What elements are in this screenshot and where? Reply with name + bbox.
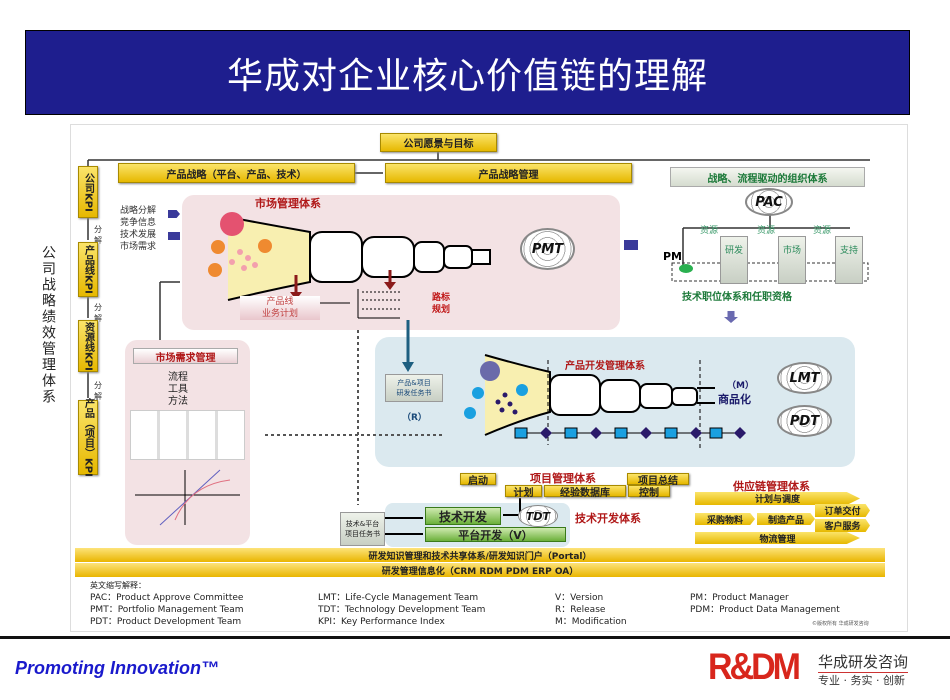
project-control-box: 控制 xyxy=(628,485,670,499)
project-mgmt-title: 项目管理体系 xyxy=(530,472,596,485)
slide-title: 华成对企业核心价值链的理解 xyxy=(25,30,910,115)
pdt-circle: PDT xyxy=(777,405,832,437)
project-start-box: 启动 xyxy=(460,473,496,487)
input-item: 战略分解 xyxy=(120,206,157,216)
company-name: 华成研发咨询 xyxy=(818,653,909,673)
tdt-circle: TDT xyxy=(518,505,558,527)
pm-label: PM xyxy=(663,250,683,263)
arrow-icon xyxy=(168,210,180,218)
legend-item: PM：Product Manager xyxy=(690,593,789,603)
legend-item: KPI：Key Performance Index xyxy=(318,617,445,627)
legend-item: PDT：Product Development Team xyxy=(90,617,242,627)
lmt-circle: LMT xyxy=(777,362,832,394)
split-label: 分解 xyxy=(94,303,102,323)
project-plan-box: 计划 xyxy=(505,485,542,499)
org-unit-market: 市场 xyxy=(778,236,806,284)
input-item: 技术发展 xyxy=(120,230,157,240)
company-kpi: 公司KPI xyxy=(78,166,98,218)
product-strategy-box: 产品战略（平台、产品、技术） xyxy=(118,163,355,183)
org-system-box: 战略、流程驱动的组织体系 xyxy=(670,167,865,187)
org-unit-support: 支持 xyxy=(835,236,863,284)
market-mgmt-title: 市场管理体系 xyxy=(255,197,321,210)
footer-divider xyxy=(0,636,950,639)
product-project-kpi: 产品（项目）KPI xyxy=(78,398,98,477)
demand-methods: 流程 工具 方法 xyxy=(168,372,188,407)
logistics-bar: 物流管理 xyxy=(695,532,860,544)
customer-service-bar: 客户服务 xyxy=(815,519,870,532)
legend-heading: 英文缩写解释： xyxy=(90,581,146,590)
modification-label: （M） xyxy=(727,381,754,391)
knowledge-band: 研发知识管理和技术共享体系/研发知识门户（Portal） xyxy=(75,548,885,562)
connectors xyxy=(87,152,870,535)
commercialization-label: 商品化 xyxy=(718,393,751,406)
process-thumbnails xyxy=(130,410,245,460)
input-item: 市场需求 xyxy=(120,242,157,252)
supply-plan-bar: 计划与调度 xyxy=(695,492,860,505)
manufacture-bar: 制造产品 xyxy=(757,513,815,525)
diagram-frame xyxy=(70,124,908,632)
input-item: 竞争信息 xyxy=(120,218,157,228)
informatization-band: 研发管理信息化（CRM RDM PDM ERP OA） xyxy=(75,563,885,577)
product-strategy-mgmt-box: 产品战略管理 xyxy=(385,163,632,183)
experience-db-box: 经验数据库 xyxy=(544,485,626,499)
company-tagline: 专业 · 务实 · 创新 xyxy=(818,674,905,687)
platform-dev-box: 平台开发（V） xyxy=(425,527,566,542)
pm-icon xyxy=(679,264,693,273)
legend-item: M：Modification xyxy=(555,617,627,627)
tech-dev-title: 技术开发体系 xyxy=(575,512,641,525)
product-line-kpi: 产品线KPI xyxy=(78,242,98,297)
roadmap-label: 路标 规划 xyxy=(432,293,451,315)
pmt-circle: PMT xyxy=(520,228,575,270)
resource-label: 资源 xyxy=(757,226,776,236)
rdm-logo: R&DM xyxy=(708,646,801,688)
legend-item: PAC：Product Approve Committee xyxy=(90,593,244,603)
legend-item: LMT：Life-Cycle Management Team xyxy=(318,593,479,603)
career-system-label: 技术职位体系和任职资格 xyxy=(682,292,792,303)
split-label: 分解 xyxy=(94,225,102,245)
slogan: Promoting Innovation™ xyxy=(15,658,219,678)
resource-line-kpi: 资源线KPI xyxy=(78,320,98,372)
legend-item: TDT：Technology Development Team xyxy=(318,605,486,615)
org-unit-rd: 研发 xyxy=(720,236,748,284)
legend-item: R：Release xyxy=(555,605,606,615)
legend-item: PMT：Portfolio Management Team xyxy=(90,605,244,615)
tech-charter-box: 技术&平台 项目任务书 xyxy=(340,512,385,546)
tech-dev-box: 技术开发 xyxy=(425,507,501,525)
resource-label: 资源 xyxy=(700,226,719,236)
product-charter-box: 产品&项目 研发任务书 xyxy=(385,374,443,402)
legend-item: V：Version xyxy=(555,593,604,603)
supply-chain-title: 供应链管理体系 xyxy=(733,480,810,493)
order-delivery-bar: 订单交付 xyxy=(815,504,870,517)
arrow-icon xyxy=(168,232,180,240)
project-summary-box: 项目总结 xyxy=(627,473,689,487)
demand-chart-icon xyxy=(135,469,240,526)
split-label: 分解 xyxy=(94,381,102,401)
arrow-left-icon xyxy=(624,240,638,250)
product-dev-title: 产品开发管理体系 xyxy=(565,361,645,372)
resource-label: 资源 xyxy=(813,226,832,236)
copyright: ©版权所有 华成研发咨询 xyxy=(812,621,869,627)
arrow-down-icon xyxy=(724,311,738,323)
side-label: 公司战略绩效管理体系 xyxy=(40,245,56,405)
purchase-bar: 采购物料 xyxy=(695,513,755,525)
demand-mgmt-title: 市场需求管理 xyxy=(133,348,238,364)
legend-item: PDM：Product Data Management xyxy=(690,605,840,615)
vision-box: 公司愿景与目标 xyxy=(380,133,497,152)
pac-circle: PAC xyxy=(745,188,793,216)
biz-plan-box: 产品线 业务计划 xyxy=(240,296,320,320)
release-label: （R） xyxy=(402,413,427,423)
